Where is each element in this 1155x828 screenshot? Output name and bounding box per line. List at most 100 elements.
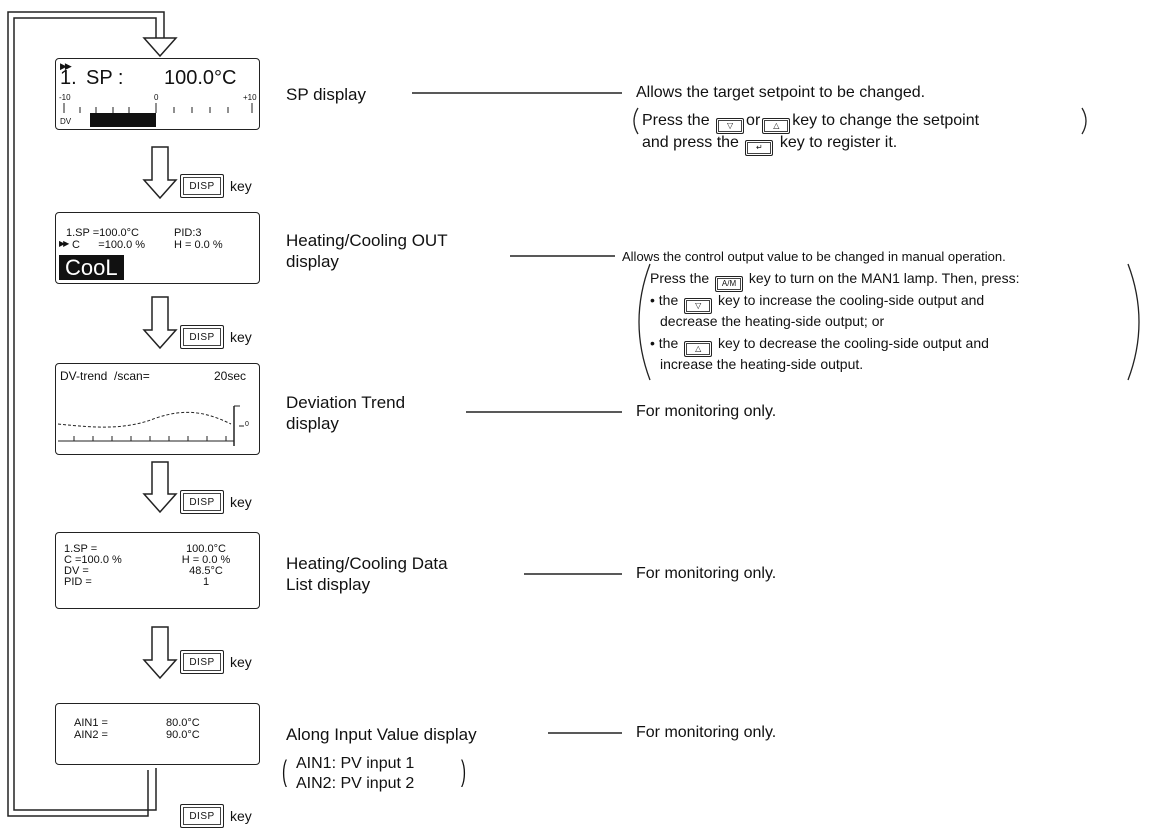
title-out-line1: Heating/Cooling OUT	[286, 231, 448, 250]
ain-labels: AIN1 = AIN2 =	[74, 717, 108, 741]
out-sp-line: 1.SP =100.0°C	[66, 227, 139, 239]
desc-text: • the	[650, 335, 679, 351]
desc-ain: For monitoring only.	[636, 724, 777, 741]
desc-text: Press the	[642, 112, 710, 129]
disp-key[interactable]: DISP key	[180, 174, 252, 198]
desc-out-line5: increase the heating-side output.	[660, 356, 864, 372]
disp-key-label: key	[230, 178, 252, 194]
data-list-screen: 1.SP = C =100.0 % DV = PID = 100.0°C H =…	[55, 532, 260, 609]
title-out-line2: display	[286, 252, 339, 271]
disp-key[interactable]: DISP key	[180, 325, 252, 349]
desc-sp-main: Allows the target setpoint to be changed…	[636, 84, 926, 101]
ain-note: AIN1: PV input 1 AIN2: PV input 2	[296, 754, 414, 794]
desc-text: key to register it.	[779, 134, 898, 151]
sp-screen: ▶▶ 1. SP : 100.0°C -10 0 +10 DV	[55, 58, 260, 130]
title-sp: SP display	[286, 85, 367, 104]
data-list-value: 100.0°C	[186, 543, 226, 555]
paren-right: )	[461, 755, 466, 788]
arrow-head-top	[142, 37, 178, 58]
desc-text: key to turn on the MAN1 lamp. Then, pres…	[748, 270, 1020, 286]
disp-key-cap: DISP	[180, 650, 224, 674]
title-trend-line2: display	[286, 414, 339, 433]
trend-zero: 0	[245, 421, 249, 428]
sp-label: SP :	[86, 67, 124, 89]
data-list-values: 100.0°C H = 0.0 % 48.5°C 1	[166, 544, 246, 588]
title-list-line1: Heating/Cooling Data	[286, 554, 448, 573]
title-ain: Along Input Value display	[286, 725, 477, 744]
desc-trend: For monitoring only.	[636, 403, 777, 420]
title-list-line2: List display	[286, 575, 371, 594]
disp-key-label: key	[230, 808, 252, 824]
data-list-value: 48.5°C	[189, 565, 223, 577]
data-list-label: DV =	[64, 565, 89, 577]
up-key-icon: △	[762, 118, 791, 134]
desc-text: or	[746, 112, 761, 129]
ain-label: AIN1 =	[74, 717, 108, 729]
disp-key-cap: DISP	[180, 174, 224, 198]
disp-key-label: key	[230, 654, 252, 670]
ain-note-line1: AIN1: PV input 1	[296, 755, 415, 772]
data-list-label: C =100.0 %	[64, 554, 122, 566]
out-pid: PID:3	[174, 227, 202, 239]
scale-min: -10	[59, 93, 71, 102]
am-key-icon: A/M	[715, 276, 744, 292]
desc-out-line4: • the △ key to decrease the cooling-side…	[650, 333, 989, 357]
trend-scan: 20sec	[214, 369, 247, 383]
sp-line-number: 1.	[60, 67, 77, 89]
disp-key[interactable]: DISP key	[180, 804, 252, 828]
scale-mid: 0	[154, 93, 159, 102]
disp-key-label: key	[230, 329, 252, 345]
desc-text: • the	[650, 292, 679, 308]
disp-key-cap: DISP	[180, 325, 224, 349]
ain-label: AIN2 =	[74, 729, 108, 741]
data-list-label: 1.SP =	[64, 543, 98, 555]
arrow-down-1	[142, 146, 178, 200]
data-list-labels: 1.SP = C =100.0 % DV = PID =	[64, 544, 122, 588]
ain-value: 90.0°C	[166, 729, 200, 741]
desc-out-line2: • the ▽ key to increase the cooling-side…	[650, 290, 984, 314]
disp-key-cap: DISP	[180, 490, 224, 514]
loop-return-line	[7, 11, 165, 817]
ain-screen: AIN1 = AIN2 = 80.0°C 90.0°C	[55, 703, 260, 765]
cursor-icon: ▶▶	[59, 239, 69, 248]
ain-note-line2: AIN2: PV input 2	[296, 775, 415, 792]
down-key-icon: ▽	[684, 298, 713, 314]
down-key-icon: ▽	[716, 118, 745, 134]
desc-text: key to change the setpoint	[792, 112, 980, 129]
desc-out-main: Allows the control output value to be ch…	[622, 249, 1006, 264]
out-cooling-line: C =100.0 %	[72, 239, 146, 251]
disp-key[interactable]: DISP key	[180, 650, 252, 674]
title-trend-line1: Deviation Trend	[286, 393, 406, 412]
run-indicator-icon: ▶▶	[60, 61, 72, 71]
desc-text: Press the	[650, 270, 710, 286]
desc-sp-line1: Press the ▽or△key to change the setpoint	[642, 110, 979, 134]
ain-value: 80.0°C	[166, 717, 200, 729]
deviation-bar-scale	[63, 103, 253, 127]
arrow-down-4	[142, 626, 178, 680]
sp-value: 100.0°C	[164, 67, 237, 89]
desc-list: For monitoring only.	[636, 565, 777, 582]
enter-key-icon: ↵	[745, 140, 774, 156]
flow-arrows	[7, 11, 178, 817]
data-list-value: 1	[202, 576, 210, 588]
deviation-bar	[90, 113, 156, 127]
disp-key[interactable]: DISP key	[180, 490, 252, 514]
data-list-value: H = 0.0 %	[181, 554, 231, 566]
paren-left: (	[282, 755, 287, 788]
desc-out-line3: decrease the heating-side output; or	[660, 313, 885, 329]
desc-text: key to decrease the cooling-side output …	[718, 335, 989, 351]
trend-title: DV-trend /scan=	[60, 369, 150, 383]
desc-text: key to increase the cooling-side output …	[718, 292, 985, 308]
desc-sp-line2: and press the ↵ key to register it.	[642, 132, 897, 156]
trend-screen: DV-trend /scan= 20sec 0	[55, 363, 260, 455]
desc-out-line1: Press the A/M key to turn on the MAN1 la…	[650, 268, 1019, 292]
arrow-down-2	[142, 296, 178, 350]
up-key-icon: △	[684, 341, 713, 357]
trend-plot	[57, 405, 244, 446]
scale-max: +10	[243, 93, 257, 102]
ain-values: 80.0°C 90.0°C	[166, 717, 200, 741]
desc-text: and press the	[642, 134, 739, 151]
data-list-label: PID =	[64, 576, 92, 588]
